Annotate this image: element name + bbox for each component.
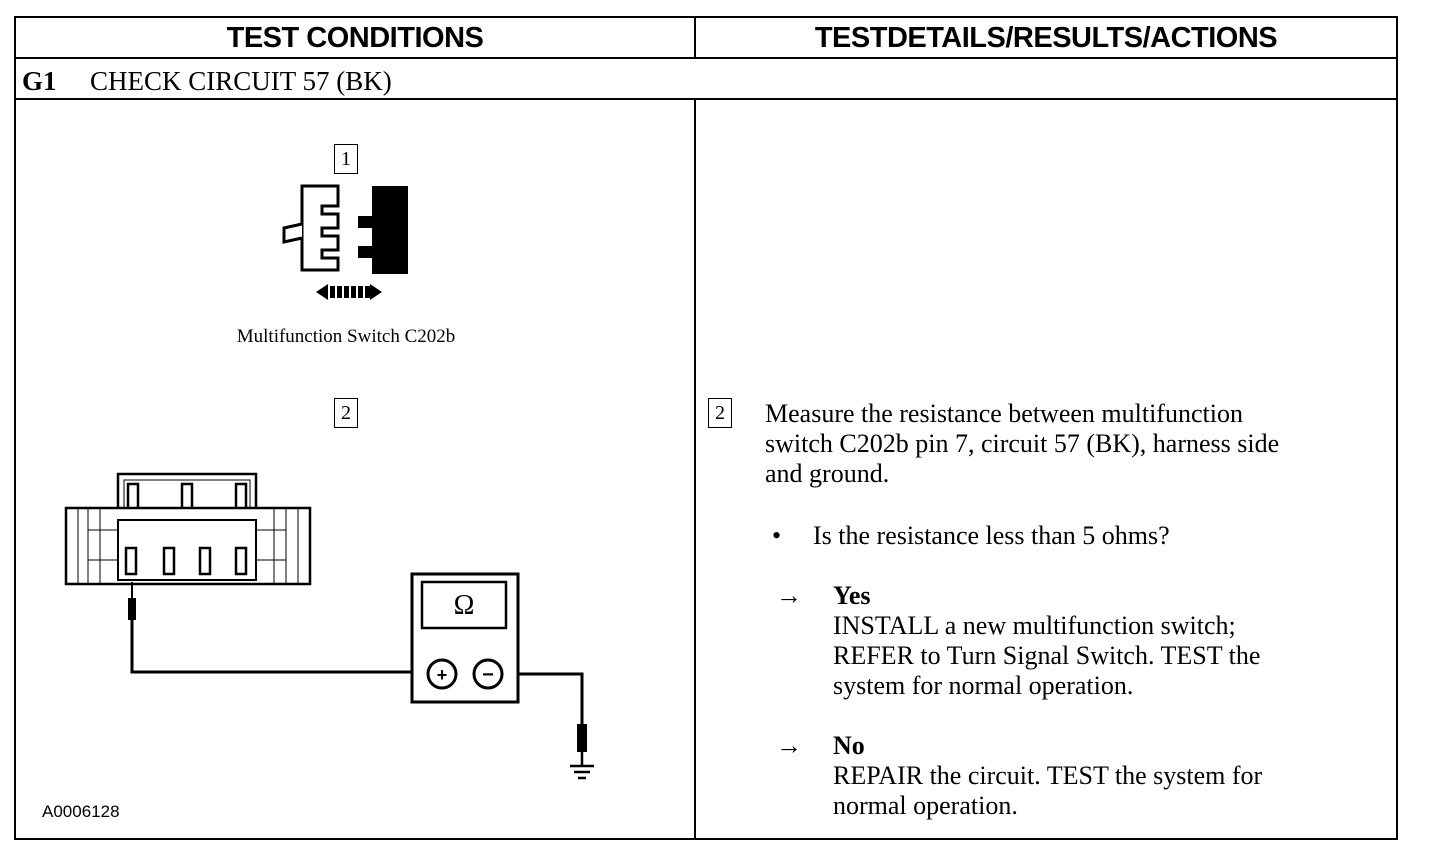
meter-plus-terminal: + <box>437 665 448 685</box>
yes-line-2: REFER to Turn Signal Switch. TEST the <box>833 641 1261 670</box>
meter-minus-terminal: − <box>482 664 494 686</box>
step-2-box: 2 <box>334 398 358 428</box>
no-arrow: → <box>776 731 802 760</box>
instruction-line-1: Measure the resistance between multifunc… <box>765 399 1243 428</box>
yes-branch: Yes INSTALL a new multifunction switch; … <box>833 581 1260 701</box>
instruction-line-3: and ground. <box>765 459 890 488</box>
yes-line-3: system for normal operation. <box>833 671 1134 700</box>
header-column-divider <box>694 16 696 58</box>
no-line-1: REPAIR the circuit. TEST the system for <box>833 761 1263 790</box>
instruction-line-2: switch C202b pin 7, circuit 57 (BK), har… <box>765 429 1280 458</box>
multimeter-wiring: Ω + − <box>128 572 594 780</box>
yes-label: Yes <box>833 581 871 610</box>
step-1-caption: Multifunction Switch C202b <box>236 326 456 347</box>
table-frame <box>14 16 1398 840</box>
connector-disconnect-icon <box>282 184 408 300</box>
section-code: G1 <box>22 65 57 96</box>
bullet-marker: • <box>772 521 782 550</box>
meter-ohm-symbol: Ω <box>454 590 475 621</box>
section-divider <box>14 98 1398 100</box>
step-1-box: 1 <box>334 144 358 174</box>
figure-id: A0006128 <box>42 802 120 821</box>
header-divider <box>14 57 1398 59</box>
question-text: Is the resistance less than 5 ohms? <box>813 521 1170 550</box>
yes-arrow: → <box>776 581 802 610</box>
section-title: G1 CHECK CIRCUIT 57 (BK) <box>22 62 392 100</box>
details-step-box: 2 <box>708 398 732 428</box>
body-column-divider <box>694 98 696 840</box>
no-line-2: normal operation. <box>833 791 1018 820</box>
test-details-header: TESTDETAILS/RESULTS/ACTIONS <box>814 21 1278 54</box>
test-conditions-header: TEST CONDITIONS <box>226 21 484 54</box>
harness-connector-diagram <box>64 472 312 586</box>
no-branch: No REPAIR the circuit. TEST the system f… <box>833 731 1262 821</box>
no-label: No <box>833 731 865 760</box>
yes-line-1: INSTALL a new multifunction switch; <box>833 611 1236 640</box>
instruction-text: Measure the resistance between multifunc… <box>765 399 1279 489</box>
section-title-text: CHECK CIRCUIT 57 (BK) <box>90 65 392 96</box>
